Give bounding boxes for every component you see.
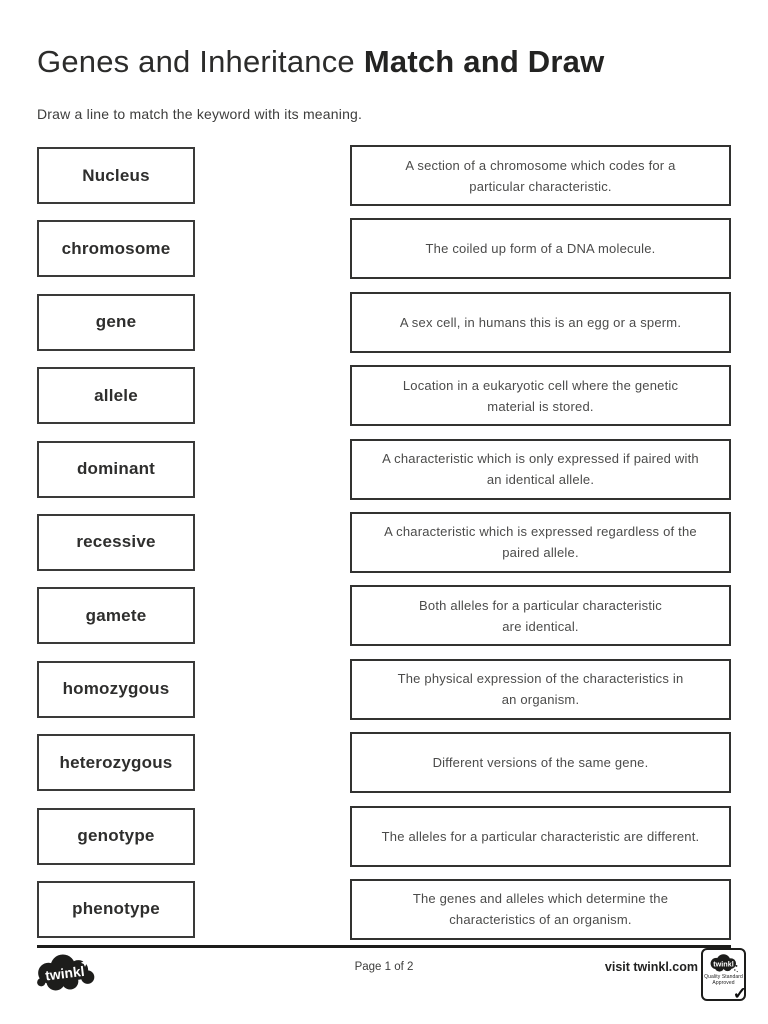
title-bold: Match and Draw xyxy=(363,44,605,79)
definition-box[interactable]: The alleles for a particular characteris… xyxy=(350,805,731,867)
footer-divider xyxy=(37,945,731,948)
match-row: Nucleus A section of a chromosome which … xyxy=(37,145,731,206)
definition-box[interactable]: Location in a eukaryotic cell where the … xyxy=(350,365,731,427)
keyword-box[interactable]: gene xyxy=(37,293,195,351)
definition-text: The alleles for a particular characteris… xyxy=(381,828,700,844)
match-row: chromosome The coiled up form of a DNA m… xyxy=(37,218,731,280)
match-row: dominant A characteristic which is only … xyxy=(37,438,731,500)
keyword-label: chromosome xyxy=(61,238,171,258)
definition-text: Location in a eukaryotic cell where the … xyxy=(402,377,679,414)
match-row: gene A sex cell, in humans this is an eg… xyxy=(37,291,731,353)
keyword-box[interactable]: allele xyxy=(37,367,195,425)
definition-text: A characteristic which is expressed rega… xyxy=(384,524,697,561)
definition-text: A sex cell, in humans this is an egg or … xyxy=(399,314,682,330)
match-row: phenotype The genes and alleles which de… xyxy=(37,878,731,940)
definition-box[interactable]: A section of a chromosome which codes fo… xyxy=(350,145,731,206)
check-icon: ✓ xyxy=(732,984,747,1003)
match-row: gamete Both alleles for a particular cha… xyxy=(37,585,731,647)
definition-text: A characteristic which is only expressed… xyxy=(382,451,699,488)
definition-box[interactable]: The coiled up form of a DNA molecule. xyxy=(350,218,731,280)
definition-text: Both alleles for a particular characteri… xyxy=(419,597,662,634)
definition-box[interactable]: Both alleles for a particular characteri… xyxy=(350,585,731,647)
badge-cloud-icon: twinkl xyxy=(710,954,738,973)
match-row: allele Location in a eukaryotic cell whe… xyxy=(37,365,731,427)
keyword-box[interactable]: gamete xyxy=(37,587,195,645)
definition-box[interactable]: The genes and alleles which determine th… xyxy=(350,878,731,940)
keyword-label: phenotype xyxy=(72,899,160,919)
match-row: heterozygous Different versions of the s… xyxy=(37,732,731,794)
keyword-box[interactable]: recessive xyxy=(37,513,195,571)
keyword-label: allele xyxy=(94,385,138,405)
definition-box[interactable]: A sex cell, in humans this is an egg or … xyxy=(350,291,731,353)
definition-box[interactable]: A characteristic which is expressed rega… xyxy=(350,511,731,573)
badge-approved-line: Approved xyxy=(712,980,735,986)
definition-text: The coiled up form of a DNA molecule. xyxy=(425,241,656,257)
keyword-box[interactable]: Nucleus xyxy=(37,147,195,204)
keyword-label: gamete xyxy=(85,605,147,625)
quality-badge: twinkl Quality Standard Approved ✓ xyxy=(701,948,747,1003)
keyword-label: Nucleus xyxy=(82,165,150,185)
match-row: recessive A characteristic which is expr… xyxy=(37,511,731,573)
keyword-label: recessive xyxy=(76,532,156,552)
keyword-label: genotype xyxy=(77,826,155,846)
twinkl-logo-text: twinkl xyxy=(44,963,85,984)
keyword-box[interactable]: dominant xyxy=(37,440,195,498)
keyword-box[interactable]: phenotype xyxy=(37,880,195,938)
badge-quality-line: Quality Standard xyxy=(704,974,743,980)
definition-box[interactable]: A characteristic which is only expressed… xyxy=(350,438,731,500)
page-number: Page 1 of 2 xyxy=(354,961,414,973)
keyword-label: gene xyxy=(95,312,137,332)
match-row: genotype The alleles for a particular ch… xyxy=(37,805,731,867)
keyword-label: heterozygous xyxy=(59,752,173,772)
sparkle-icon xyxy=(80,958,90,967)
title-regular: Genes and Inheritance xyxy=(37,44,355,79)
keyword-label: homozygous xyxy=(62,679,170,699)
keyword-box[interactable]: chromosome xyxy=(37,220,195,278)
definition-text: Different versions of the same gene. xyxy=(432,755,649,771)
visit-link[interactable]: visit twinkl.com xyxy=(604,960,698,974)
twinkl-cloud-logo-icon: twinkl xyxy=(37,954,95,991)
match-rows: Nucleus A section of a chromosome which … xyxy=(37,145,731,940)
badge-logo-text: twinkl xyxy=(713,959,734,968)
definition-box[interactable]: The physical expression of the character… xyxy=(350,658,731,720)
match-row: homozygous The physical expression of th… xyxy=(37,658,731,720)
instruction-text: Draw a line to match the keyword with it… xyxy=(37,106,363,122)
keyword-label: dominant xyxy=(76,459,156,479)
keyword-box[interactable]: genotype xyxy=(37,807,195,865)
keyword-box[interactable]: heterozygous xyxy=(37,734,195,792)
definition-box[interactable]: Different versions of the same gene. xyxy=(350,732,731,794)
definition-text: The physical expression of the character… xyxy=(397,671,684,708)
definition-text: A section of a chromosome which codes fo… xyxy=(405,157,676,194)
definition-text: The genes and alleles which determine th… xyxy=(412,891,669,928)
keyword-box[interactable]: homozygous xyxy=(37,660,195,718)
